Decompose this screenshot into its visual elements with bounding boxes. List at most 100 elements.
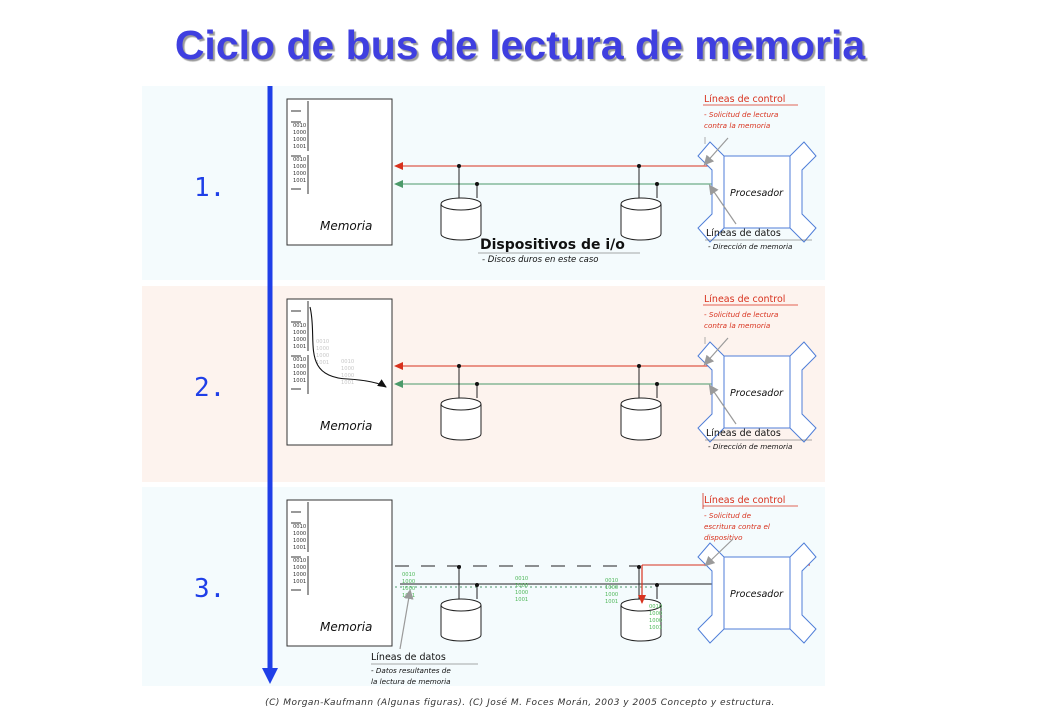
data-packet-value: 1001 — [515, 597, 528, 603]
memory-ghost-value: 0010 — [316, 339, 329, 345]
processor-core — [723, 155, 791, 229]
memory-cell-value: 0010 — [293, 123, 306, 129]
control-lines-note: contra la memoria — [704, 321, 770, 330]
control-callout-arrow — [704, 538, 734, 567]
devices-subtitle: - Discos duros en este caso — [482, 255, 598, 265]
memory-ghost-value: 0010 — [341, 359, 354, 365]
bus-junction-dot — [475, 382, 479, 386]
memory-box — [286, 298, 393, 446]
disk-2 — [620, 204, 662, 241]
control-lines-note: - Solicitud de lectura — [704, 310, 778, 319]
memory-ghost-value: 1000 — [341, 366, 354, 372]
footer-credits: (C) Morgan-Kaufmann (Algunas figuras). (… — [265, 698, 775, 708]
processor-core — [723, 556, 791, 630]
memory-label: Memoria — [320, 620, 372, 634]
bus-junction-dot — [655, 382, 659, 386]
data-packet-value: 1000 — [515, 590, 528, 596]
bus-junction-dot — [457, 364, 461, 368]
data-lines-title: Líneas de datos — [371, 652, 446, 663]
step-number: 1. — [194, 173, 225, 203]
data-packet-value: 0010 — [402, 572, 415, 578]
step-number: 3. — [194, 574, 225, 604]
control-callout-arrow — [703, 337, 729, 366]
memory-ghost-value: 1000 — [316, 353, 329, 359]
data-lines-title: Líneas de datos — [706, 228, 781, 239]
control-lines-title: Líneas de control — [704, 495, 785, 506]
memory-cell-value: 0010 — [293, 524, 306, 530]
disk-1 — [440, 404, 482, 441]
memory-cell-value: 1000 — [293, 364, 306, 370]
data-packet-value: 1000 — [402, 579, 415, 585]
memory-cell-value: 0010 — [293, 558, 306, 564]
control-lines-note: contra la memoria — [704, 121, 770, 130]
bus-junction-dot — [457, 565, 461, 569]
disk-1-top — [440, 598, 482, 612]
step-2: 2.00101000100010010010100010001001Memori… — [194, 294, 817, 451]
memory-cell-value: 1000 — [293, 171, 306, 177]
processor-label: Procesador — [730, 589, 784, 600]
processor-label: Procesador — [730, 388, 784, 399]
memory-ghost-value: 1001 — [316, 360, 329, 366]
memory-cell-value: 1000 — [293, 565, 306, 571]
step-3: 3.00101000100010010010100010001001Memori… — [194, 493, 817, 686]
page-title: Ciclo de bus de lectura de memoria — [174, 22, 866, 68]
step-1: 1.00101000100010010010100010001001Memori… — [194, 94, 817, 265]
disk-1-top — [440, 197, 482, 211]
memory-ghost-value: 1000 — [341, 373, 354, 379]
memory-cell-value: 1000 — [293, 137, 306, 143]
data-packet-value: 1000 — [605, 585, 618, 591]
processor-core — [723, 355, 791, 429]
bus-junction-dot — [655, 182, 659, 186]
control-callout-arrow — [703, 137, 729, 166]
memory-cell-value: 1000 — [293, 371, 306, 377]
memory-cell-value: 1000 — [293, 130, 306, 136]
disk-1 — [440, 204, 482, 241]
memory-cell-value: 1001 — [293, 144, 306, 150]
processor-label: Procesador — [730, 188, 784, 199]
data-packet-value: 1000 — [515, 583, 528, 589]
data-lines-note: - Dirección de memoria — [708, 242, 792, 251]
data-packet-value: 1001 — [605, 599, 618, 605]
memory-cell-value: 0010 — [293, 323, 306, 329]
data-packet-value: 1000 — [649, 611, 662, 617]
data-packet-value: 1000 — [649, 618, 662, 624]
memory-read-arrow — [309, 306, 387, 388]
control-lines-note: - Solicitud de lectura — [704, 110, 778, 119]
memory-cell-value: 1000 — [293, 164, 306, 170]
memory-cell-value: 1001 — [293, 344, 306, 350]
memory-cell-value: 1001 — [293, 545, 306, 551]
disk-2 — [620, 605, 662, 642]
devices-title: Dispositivos de i/o — [480, 237, 625, 253]
control-lines-title: Líneas de control — [704, 294, 785, 305]
memory-label: Memoria — [320, 219, 372, 233]
memory-box — [286, 98, 393, 246]
data-lines-title: Líneas de datos — [706, 428, 781, 439]
memory-cell-value: 1001 — [293, 579, 306, 585]
control-lines-title: Líneas de control — [704, 94, 785, 105]
data-packet-value: 1001 — [649, 625, 662, 631]
memory-cell-value: 1000 — [293, 572, 306, 578]
data-packet-value: 1000 — [402, 586, 415, 592]
bus-junction-dot — [475, 583, 479, 587]
memory-ghost-value: 1000 — [316, 346, 329, 352]
data-callout-arrow — [708, 184, 737, 225]
data-callout-arrow — [399, 589, 414, 650]
panel-step-1 — [142, 86, 825, 280]
memory-cell-value: 0010 — [293, 157, 306, 163]
memory-cell-value: 1000 — [293, 538, 306, 544]
disk-2 — [620, 404, 662, 441]
data-packet-value: 0010 — [605, 578, 618, 584]
disk-1-top — [440, 397, 482, 411]
memory-cell-value: 1000 — [293, 531, 306, 537]
memory-cell-value: 0010 — [293, 357, 306, 363]
timeline-arrow — [262, 86, 278, 684]
data-lines-note: la lectura de memoria — [371, 677, 451, 686]
step-number: 2. — [194, 373, 225, 403]
control-lines-note: - Solicitud de — [704, 511, 752, 520]
data-lines-note: - Dirección de memoria — [708, 442, 792, 451]
bus-junction-dot — [475, 182, 479, 186]
memory-label: Memoria — [320, 419, 372, 433]
memory-cell-value: 1001 — [293, 178, 306, 184]
disk-1 — [440, 605, 482, 642]
